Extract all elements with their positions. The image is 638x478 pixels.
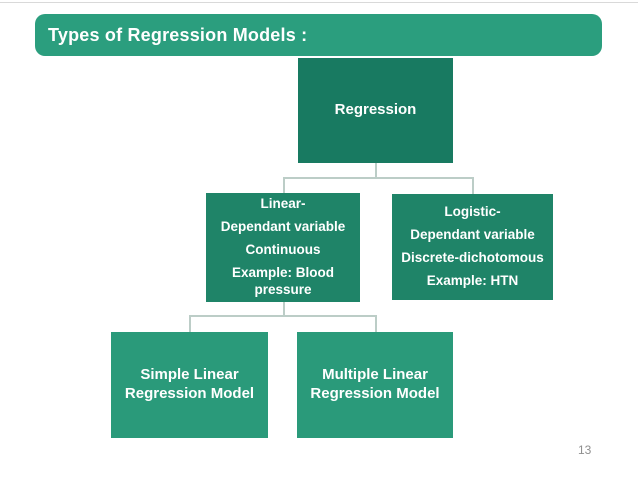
linear-box: Linear- Dependant variable Continuous Ex… [206,193,360,302]
logistic-line: Dependant variable [410,227,535,243]
multiple-linear-line: Regression Model [310,385,440,402]
connector-logistic-stub [472,177,474,195]
multiple-linear-box: Multiple Linear Regression Model [297,332,453,438]
regression-root-box: Regression [298,58,453,163]
page-number: 13 [578,443,592,457]
logistic-line: Example: HTN [426,272,519,288]
simple-linear-line: Simple Linear [140,366,239,384]
connector-root-down [375,163,377,178]
linear-line: Linear- [260,196,306,212]
linear-line: Dependant variable [220,219,346,235]
connector-level2-horizontal [283,177,473,179]
connector-linear-down [283,302,285,316]
linear-line: Continuous [245,242,321,258]
multiple-linear-line: Multiple Linear [322,366,428,384]
logistic-line: Discrete-dichotomous [401,250,544,265]
regression-root-label: Regression [334,101,417,119]
connector-multiple-stub [375,315,377,332]
connector-level3-horizontal [189,315,376,317]
linear-line: Example: Blood pressure [231,264,334,297]
logistic-box: Logistic- Dependant variable Discrete-di… [392,194,553,300]
slide-title-banner: Types of Regression Models : [35,14,602,56]
logistic-line: Logistic- [444,204,501,220]
connector-simple-stub [189,315,191,332]
top-divider [0,2,638,3]
slide-title: Types of Regression Models : [48,24,308,45]
connector-linear-stub [283,177,285,194]
simple-linear-line: Regression Model [124,385,255,402]
simple-linear-box: Simple Linear Regression Model [111,332,268,438]
